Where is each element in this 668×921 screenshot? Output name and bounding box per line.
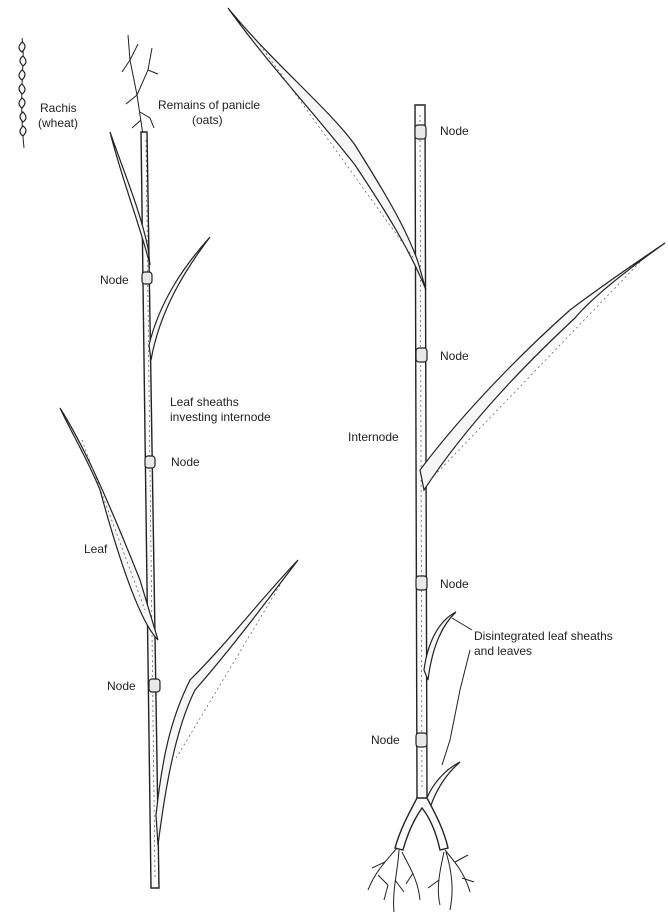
wheat-label: (wheat)	[38, 116, 78, 130]
disintegrated-label-line2: and leaves	[474, 644, 532, 658]
rachis-drawing	[19, 38, 26, 148]
left-node-lower-label: Node	[107, 679, 136, 693]
left-node-middle-mark	[145, 456, 155, 468]
right-node-second-mark	[416, 348, 427, 362]
internode-label: Internode	[348, 430, 399, 444]
leaf-sheaths-label-line2: investing internode	[170, 410, 271, 424]
disintegrated-label-line1: Disintegrated leaf sheaths	[474, 629, 613, 643]
roots	[368, 798, 474, 912]
panicle-remains	[122, 35, 158, 135]
right-node-bottom-label: Node	[371, 733, 400, 747]
right-node-top-mark	[415, 125, 426, 139]
right-node-second-label: Node	[440, 349, 469, 363]
leaf-sheaths-label-line1: Leaf sheaths	[170, 395, 239, 409]
right-node-third-label: Node	[440, 577, 469, 591]
left-node-upper-label: Node	[100, 273, 129, 287]
panicle-label-line2: (oats)	[192, 113, 223, 127]
disintegrated-leader-line	[442, 650, 470, 765]
leaf-label: Leaf	[84, 542, 108, 556]
rachis-label: Rachis	[40, 101, 77, 115]
right-node-third-mark	[416, 576, 427, 590]
right-plant	[228, 8, 665, 912]
disintegrated-leader-tick	[452, 618, 472, 630]
right-node-bottom-mark	[416, 733, 427, 747]
panicle-label-line1: Remains of panicle	[158, 98, 260, 112]
left-node-upper-mark	[142, 272, 152, 284]
left-node-middle-label: Node	[171, 455, 200, 469]
left-node-lower-mark	[149, 679, 160, 692]
right-node-top-label: Node	[440, 124, 469, 138]
